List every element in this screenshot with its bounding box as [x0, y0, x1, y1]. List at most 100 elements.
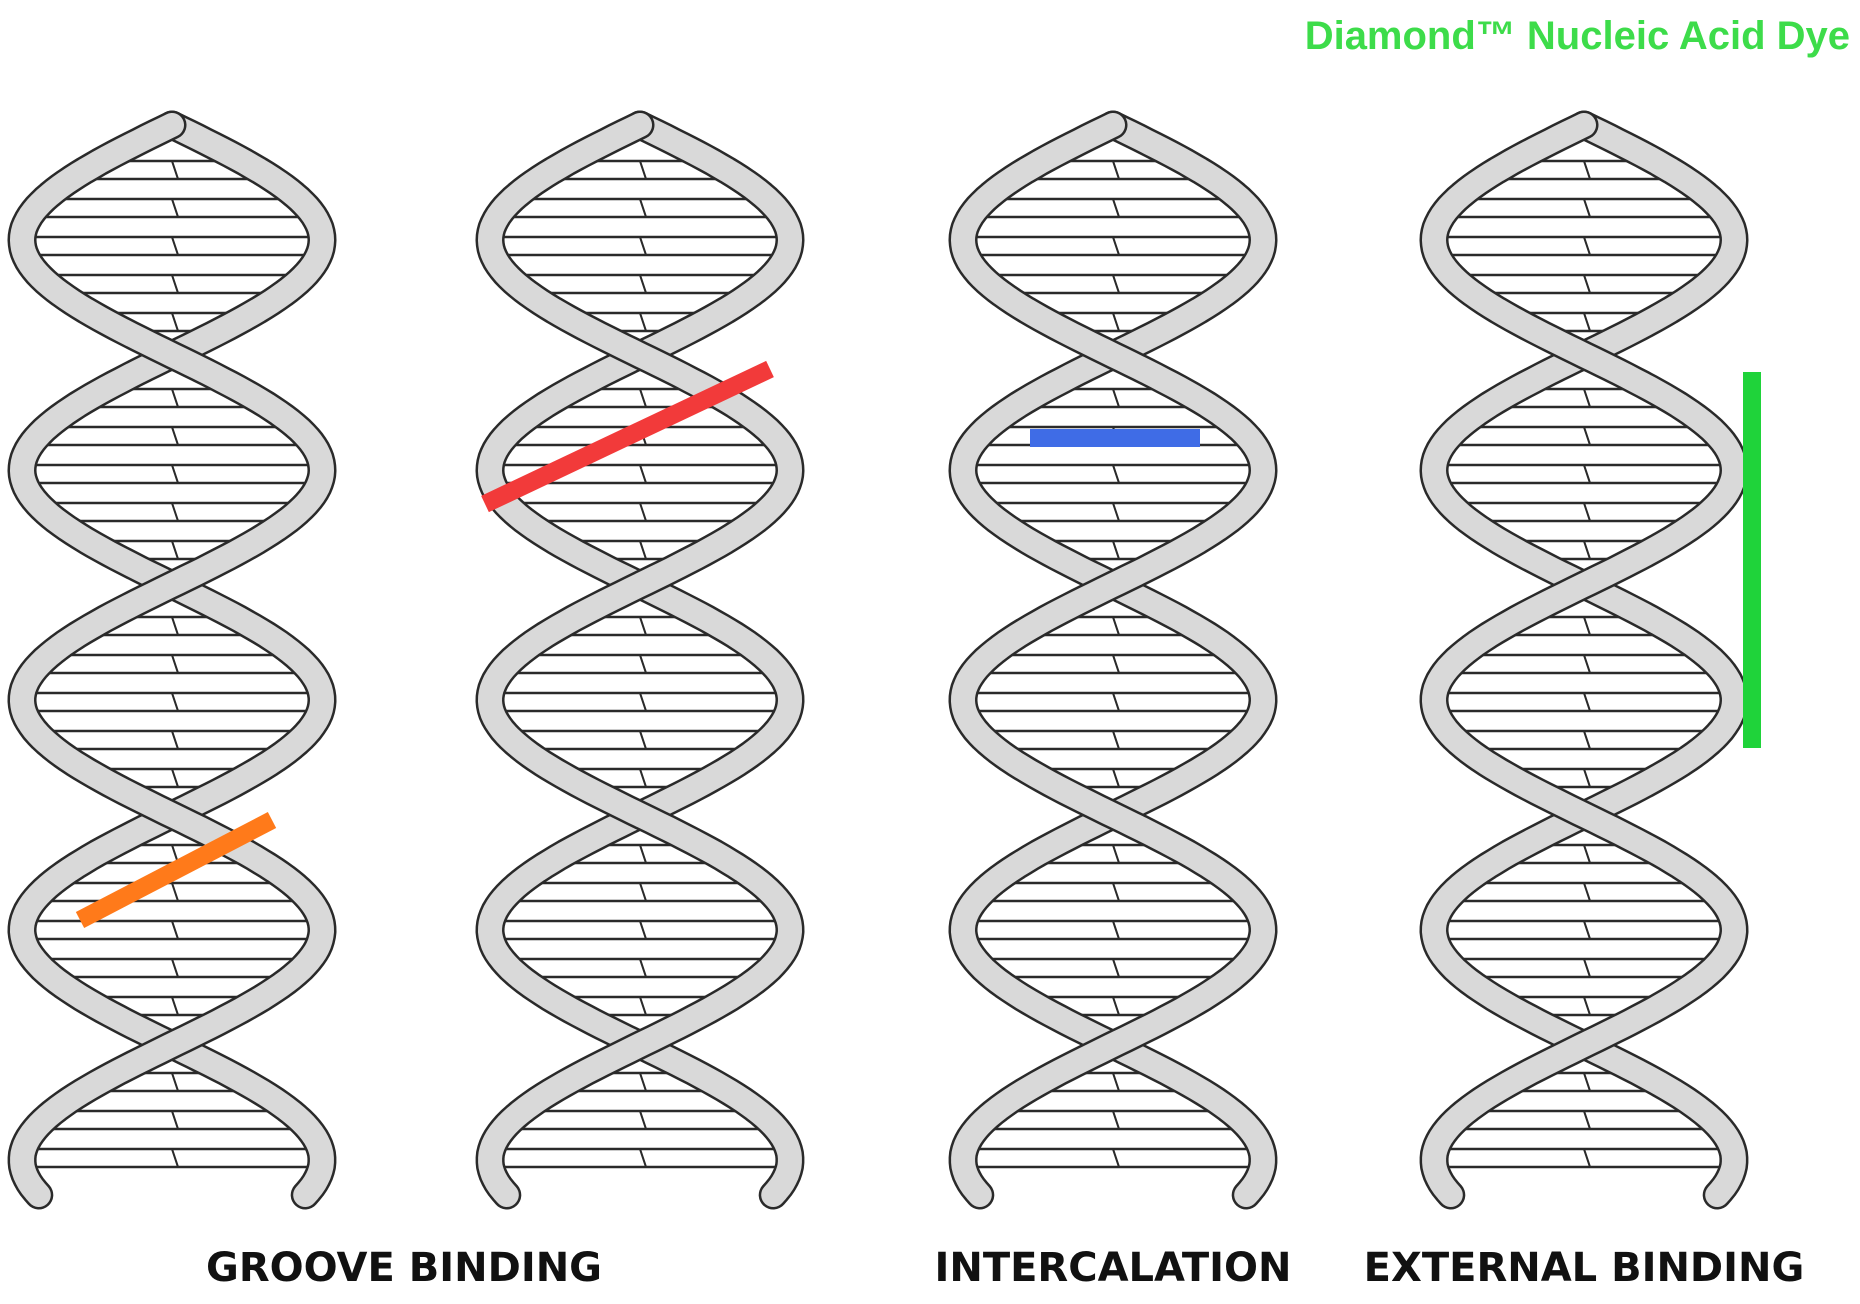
backbone-strand-1	[1422, 113, 1746, 1207]
base-pair-divider	[639, 1110, 647, 1130]
base-pair-divider	[1583, 312, 1591, 332]
base-pair-divider	[171, 274, 179, 294]
base-pair-divider	[1583, 692, 1591, 712]
base-pair-divider	[1583, 426, 1591, 446]
base-pair-divider	[639, 768, 647, 788]
base-pair-divider	[171, 616, 179, 636]
base-pair-divider	[639, 996, 647, 1016]
backbone-strand-1	[951, 113, 1275, 1207]
base-pair-divider	[1112, 274, 1120, 294]
base-pair-divider	[639, 958, 647, 978]
base-pair-divider	[639, 540, 647, 560]
base-pair-divider	[1112, 958, 1120, 978]
base-pair-divider	[1112, 312, 1120, 332]
base-pair-divider	[639, 1072, 647, 1092]
base-pair-divider	[1583, 958, 1591, 978]
base-pair-divider	[1112, 198, 1120, 218]
base-pair-divider	[171, 464, 179, 484]
base-pair-divider	[1112, 882, 1120, 902]
base-pair-divider	[1583, 1148, 1591, 1168]
base-pair-divider	[171, 1072, 179, 1092]
base-pair-divider	[1112, 160, 1120, 180]
backbone-strand-1	[478, 113, 802, 1207]
base-pair-rungs	[969, 159, 1257, 1169]
base-pair-divider	[1583, 768, 1591, 788]
base-pair-rungs	[28, 159, 316, 1169]
base-pair-divider	[1112, 616, 1120, 636]
base-pair-divider	[1112, 996, 1120, 1016]
caption-external-binding: EXTERNAL BINDING	[1363, 1245, 1805, 1291]
dna-helix-3	[948, 110, 1278, 1210]
base-pair-divider	[1112, 654, 1120, 674]
base-pair-divider	[1112, 730, 1120, 750]
base-pair-divider	[1583, 388, 1591, 408]
base-pair-divider	[171, 768, 179, 788]
base-pair-divider	[639, 882, 647, 902]
base-pair-divider	[1583, 540, 1591, 560]
base-pair-divider	[1583, 160, 1591, 180]
base-pair-divider	[171, 654, 179, 674]
base-pair-divider	[639, 1148, 647, 1168]
base-pair-divider	[1583, 996, 1591, 1016]
base-pair-divider	[1583, 198, 1591, 218]
base-pair-divider	[171, 236, 179, 256]
base-pair-divider	[171, 1148, 179, 1168]
base-pair-divider	[1112, 236, 1120, 256]
base-pair-divider	[1583, 502, 1591, 522]
base-pair-divider	[1583, 920, 1591, 940]
base-pair-divider	[639, 236, 647, 256]
base-pair-divider	[1112, 768, 1120, 788]
base-pair-divider	[1583, 844, 1591, 864]
base-pair-divider	[639, 692, 647, 712]
backbone-strand-2	[951, 113, 1275, 1207]
dna-helix-4	[1419, 110, 1749, 1210]
base-pair-divider	[1583, 1110, 1591, 1130]
base-pair-divider	[171, 1110, 179, 1130]
base-pair-divider	[639, 274, 647, 294]
base-pair-divider	[171, 198, 179, 218]
base-pair-divider	[171, 958, 179, 978]
base-pair-divider	[639, 502, 647, 522]
base-pair-divider	[1112, 464, 1120, 484]
groove-binding-dye-marker-2	[481, 360, 774, 513]
base-pair-divider	[171, 540, 179, 560]
base-pair-divider	[1583, 1072, 1591, 1092]
dna-helix-1	[7, 110, 337, 1210]
base-pair-divider	[1112, 388, 1120, 408]
base-pair-divider	[639, 920, 647, 940]
base-pair-divider	[1112, 1110, 1120, 1130]
dna-helix-2	[475, 110, 805, 1210]
backbone-strand-2	[1422, 113, 1746, 1207]
base-pair-divider	[1583, 464, 1591, 484]
base-pair-divider	[639, 616, 647, 636]
base-pair-divider	[1583, 274, 1591, 294]
base-pair-divider	[1112, 920, 1120, 940]
base-pair-divider	[171, 160, 179, 180]
base-pair-divider	[639, 388, 647, 408]
caption-groove-binding: GROOVE BINDING	[205, 1245, 603, 1291]
base-pair-divider	[639, 654, 647, 674]
base-pair-divider	[1112, 502, 1120, 522]
base-pair-divider	[639, 198, 647, 218]
base-pair-divider	[1583, 730, 1591, 750]
base-pair-divider	[171, 312, 179, 332]
base-pair-divider	[1583, 882, 1591, 902]
base-pair-divider	[171, 730, 179, 750]
base-pair-divider	[639, 464, 647, 484]
base-pair-divider	[171, 692, 179, 712]
caption-intercalation: INTERCALATION	[934, 1245, 1292, 1291]
base-pair-divider	[1112, 692, 1120, 712]
brand-label: Diamond™ Nucleic Acid Dye	[1304, 14, 1850, 58]
base-pair-divider	[1583, 654, 1591, 674]
base-pair-divider	[639, 730, 647, 750]
base-pair-divider	[639, 844, 647, 864]
base-pair-divider	[171, 996, 179, 1016]
backbone-strand-2	[10, 113, 334, 1207]
backbone-strand-1	[10, 113, 334, 1207]
base-pair-divider	[1112, 540, 1120, 560]
base-pair-divider	[1112, 1072, 1120, 1092]
base-pair-divider	[171, 502, 179, 522]
base-pair-divider	[171, 920, 179, 940]
base-pair-divider	[1583, 236, 1591, 256]
